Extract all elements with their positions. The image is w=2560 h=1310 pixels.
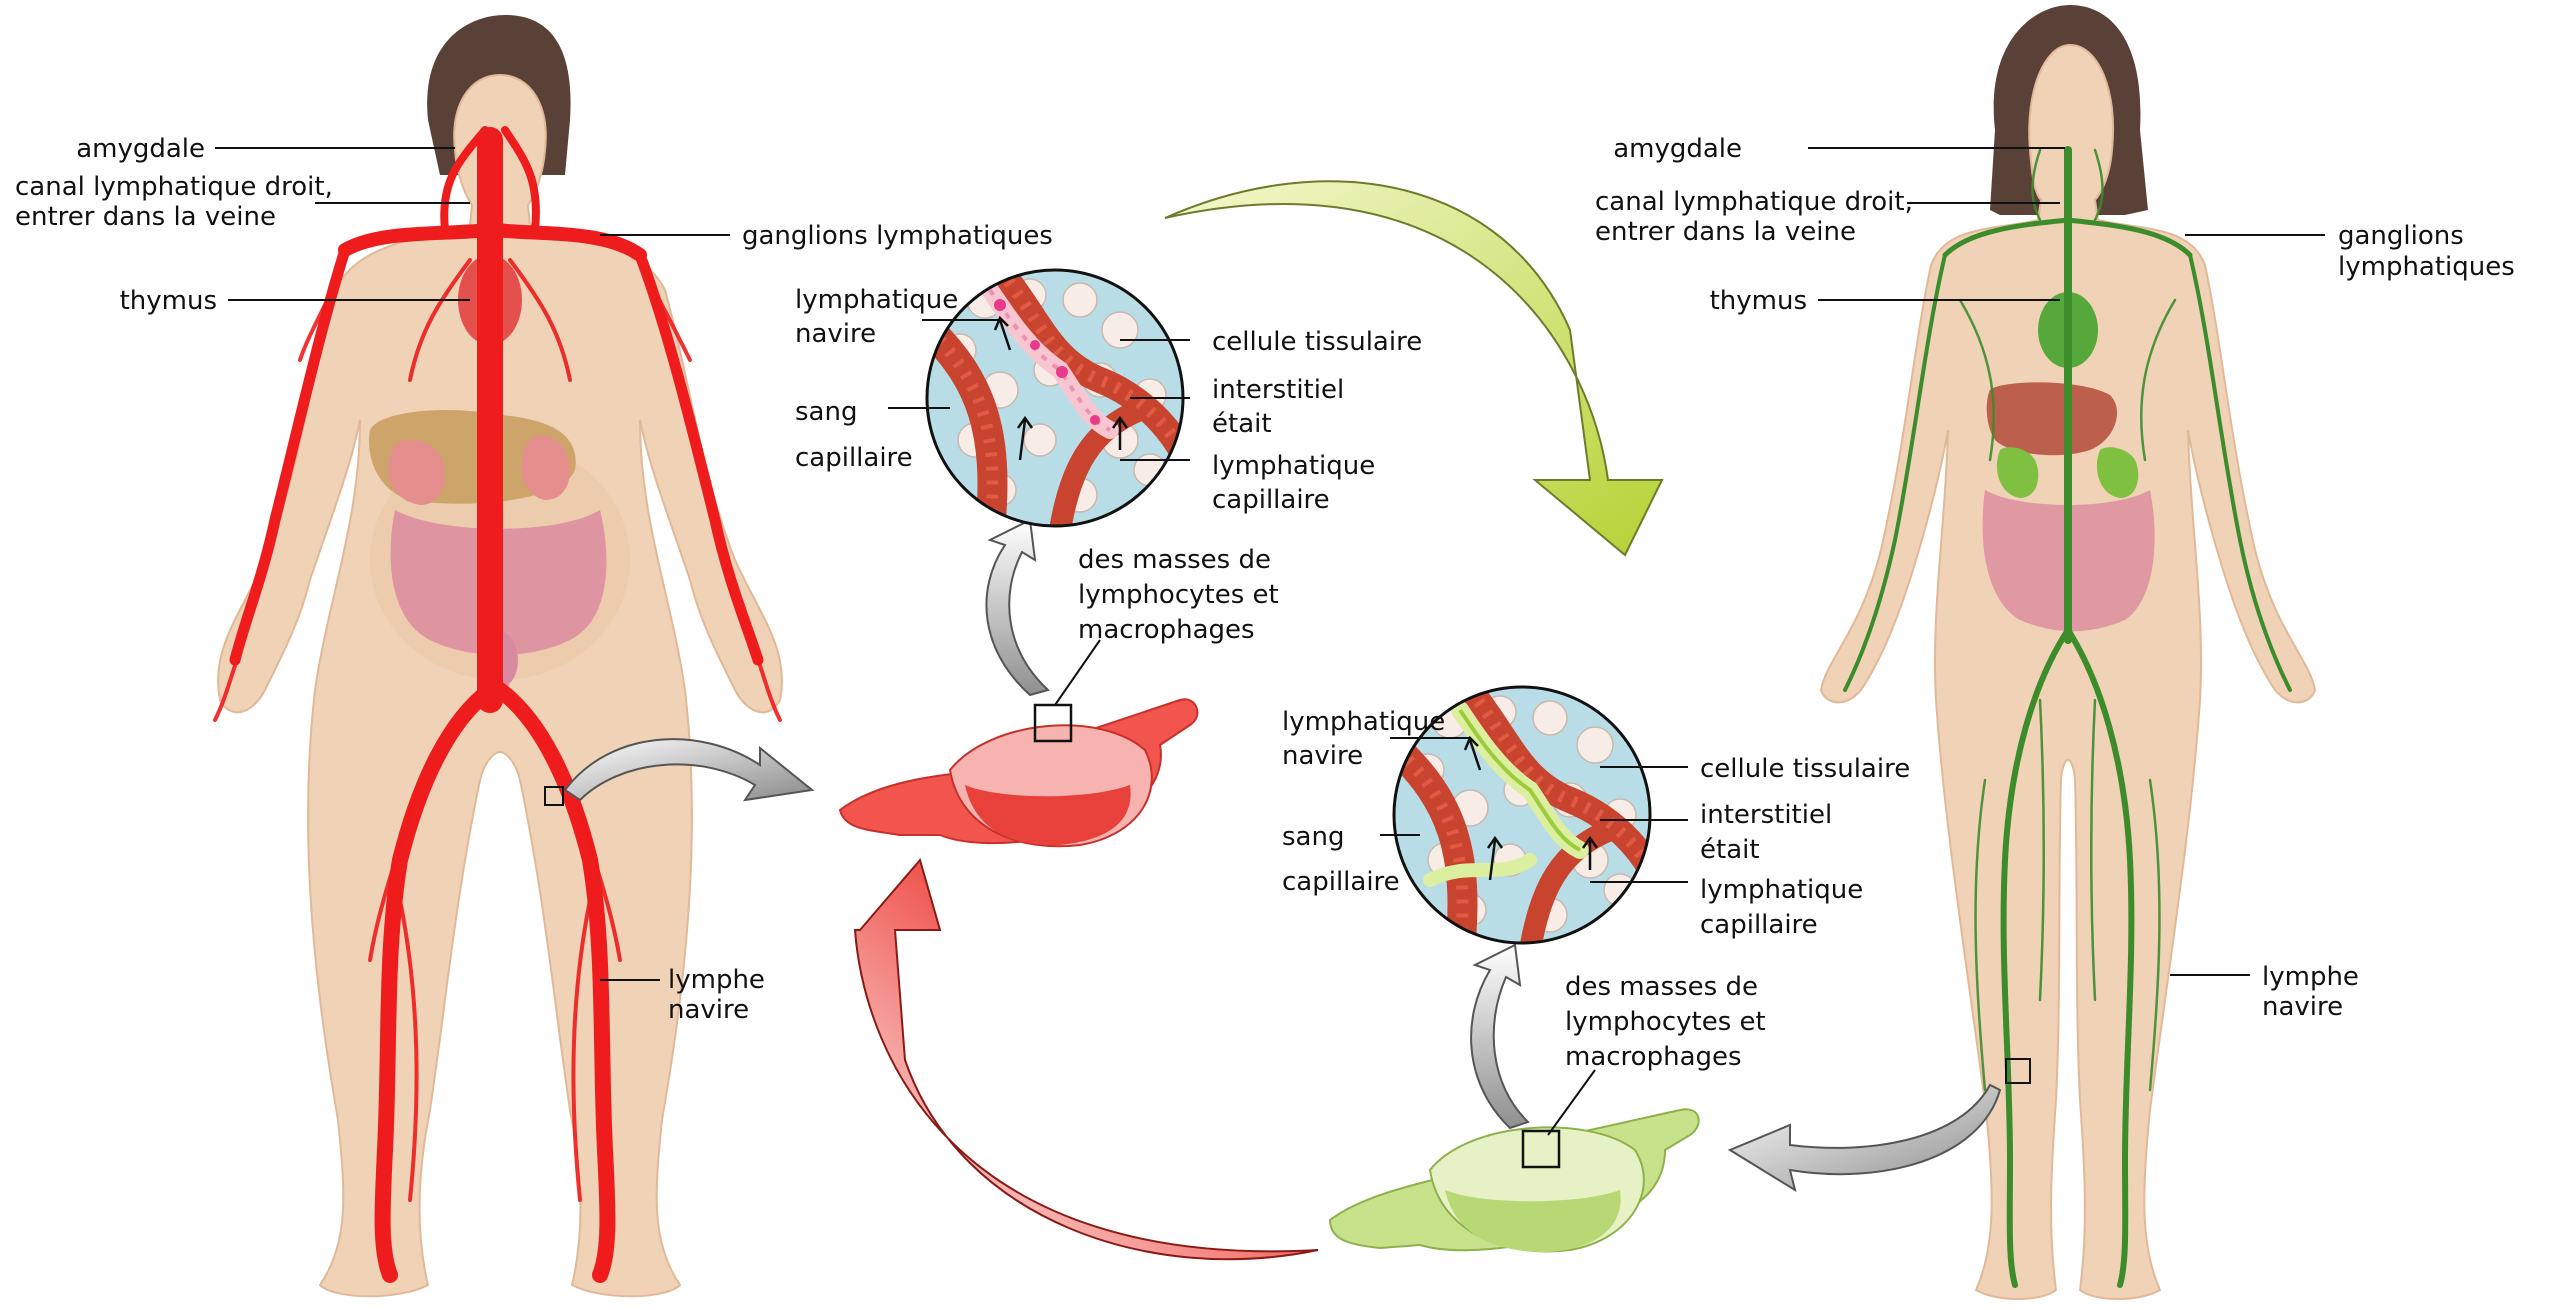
zoom-bottom: lymphatique navire sang capillaire cellu… [1282,685,1910,1136]
grey-arrow-node-to-zoom-bottom [1470,943,1530,1130]
zoom-bottom-lymph-vessel-line2: navire [1282,741,1363,771]
zoom-top-interstitial-line2: était [1212,409,1272,439]
zoom-bottom-blood-cap-line2: capillaire [1282,867,1400,897]
right-label-canal-line1: canal lymphatique droit, [1595,187,1913,217]
red-cycle-arrow [853,857,1319,1261]
curved-arrow-icon [853,857,1319,1261]
left-label-lymphe-line1: lymphe [668,965,765,995]
lymph-node-red [838,698,1199,848]
zoom-top: lymphatique navire sang capillaire cellu… [795,268,1422,706]
curved-arrow-icon [1164,180,1664,557]
left-label-lymphe-line2: navire [668,995,749,1025]
zoom-top-masses-line2: lymphocytes et [1078,580,1279,610]
zoom-bottom-lymph-cap-line2: capillaire [1700,910,1818,940]
curved-arrow-icon [1470,943,1530,1130]
zoom-bottom-masses-line2: lymphocytes et [1565,1007,1766,1037]
zoom-bottom-masses-line1: des masses de [1565,972,1758,1002]
lymph-node-icon [1328,1108,1700,1253]
left-label-thymus: thymus [120,286,217,316]
sample-box-icon [1521,1129,1561,1169]
zoom-top-lymph-cap-line2: capillaire [1212,485,1330,515]
lymph-node-green [1328,1108,1700,1253]
grey-arrow-right-to-node [1727,1083,2002,1193]
zoom-top-lymph-vessel-line1: lymphatique [795,285,958,315]
curved-arrow-icon [1727,1083,2002,1193]
lime-cycle-arrow [1164,180,1664,557]
right-label-ganglions-line2: lymphatiques [2338,252,2515,282]
curved-arrow-icon [563,738,815,802]
right-label-lymphe-line2: navire [2262,992,2343,1022]
grey-arrow-left-to-node [563,738,815,802]
zoom-top-tissue-cell: cellule tissulaire [1212,327,1422,357]
zoom-bottom-lymph-cap-line1: lymphatique [1700,875,1863,905]
left-label-amygdale: amygdale [76,134,205,164]
right-label-amygdale: amygdale [1613,134,1742,164]
tissue-zoom-circle-icon [925,268,1185,528]
zoom-top-masses-line1: des masses de [1078,545,1271,575]
zoom-top-lymph-vessel-line2: navire [795,319,876,349]
zoom-bottom-interstitial-line2: était [1700,835,1760,865]
zoom-bottom-masses-line3: macrophages [1565,1042,1742,1072]
right-label-canal-line2: entrer dans la veine [1595,217,1856,247]
right-label-ganglions-line1: ganglions [2338,221,2464,251]
zoom-bottom-blood-cap-line1: sang [1282,822,1344,852]
sample-box-icon [2005,1058,2031,1084]
left-label-ganglions: ganglions lymphatiques [742,221,1053,251]
right-figure: amygdale canal lymphatique droit, entrer… [1595,5,2515,1300]
left-label-canal-line1: canal lymphatique droit, [15,172,333,202]
sample-box-icon [1033,703,1073,743]
zoom-top-masses-line3: macrophages [1078,615,1255,645]
lymph-node-icon [838,698,1199,848]
left-label-canal-line2: entrer dans la veine [15,202,276,232]
right-label-lymphe-line1: lymphe [2262,962,2359,992]
zoom-top-blood-cap-line2: capillaire [795,443,913,473]
grey-arrow-node-to-zoom-top [985,518,1050,697]
left-figure: amygdale canal lymphatique droit, entrer… [15,15,1053,1298]
female-body-red-vessels-icon [213,15,783,1298]
zoom-top-lymph-cap-line1: lymphatique [1212,451,1375,481]
zoom-bottom-lymph-vessel-line1: lymphatique [1282,707,1445,737]
right-label-thymus: thymus [1710,286,1807,316]
zoom-bottom-interstitial-line1: interstitiel [1700,800,1832,830]
sample-box-icon [544,786,564,806]
zoom-bottom-tissue-cell: cellule tissulaire [1700,754,1910,784]
female-body-green-lymph-icon [1819,5,2317,1300]
zoom-top-interstitial-line1: interstitiel [1212,375,1344,405]
curved-arrow-icon [985,518,1050,697]
zoom-top-blood-cap-line1: sang [795,397,857,427]
